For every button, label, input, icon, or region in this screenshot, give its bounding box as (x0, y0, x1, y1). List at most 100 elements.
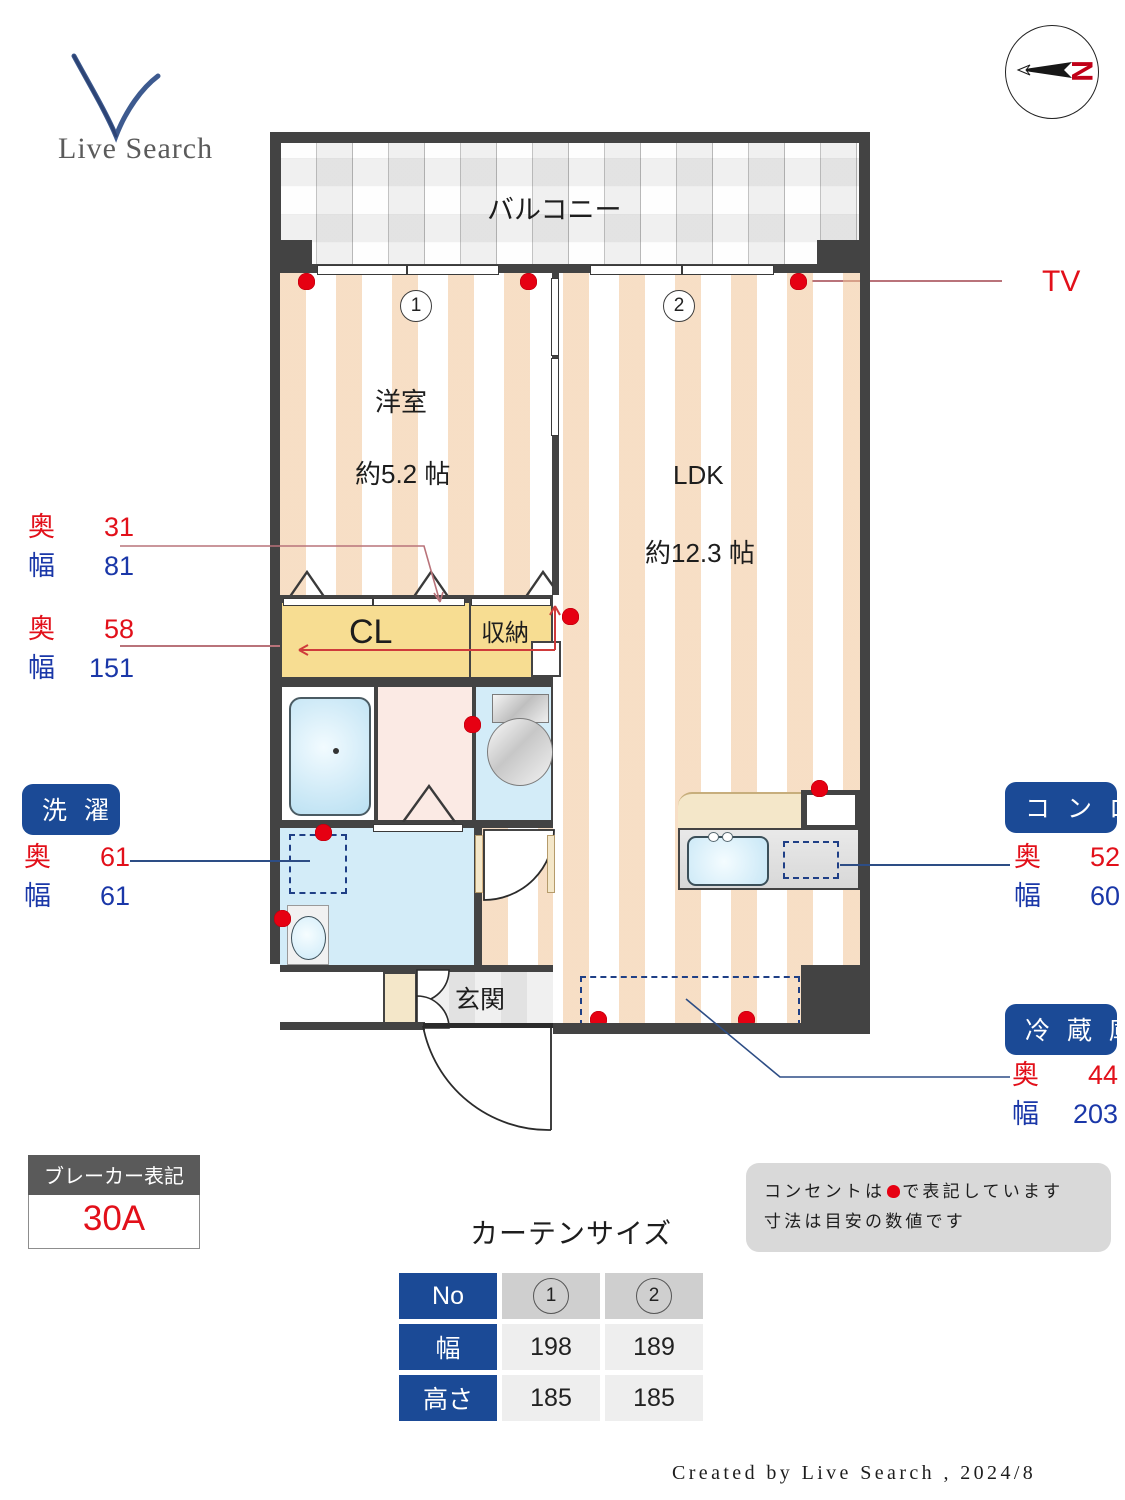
brand-logo: Live Search (30, 40, 260, 180)
breaker-info: ブレーカー表記 30A (28, 1155, 200, 1249)
curtain-width-2: 189 (605, 1324, 703, 1370)
stove-width-key: 幅 (1014, 881, 1041, 912)
balcony-label: バルコニー (487, 195, 622, 225)
closet-width-key: 幅 (28, 653, 55, 684)
fridge-width-value: 203 (1072, 1099, 1118, 1130)
storage-dimension-arrows (298, 605, 561, 656)
check-swoosh-logo (71, 53, 161, 143)
entry-wall-left (280, 965, 395, 972)
storage-depth-value: 31 (103, 512, 134, 542)
partition-window-upper (551, 278, 559, 356)
fridge-badge: 冷 蔵 庫 (1005, 1004, 1125, 1055)
outlet-bedroom-right (520, 273, 537, 290)
stove-placement-outline (783, 841, 839, 879)
stove-width-value: 60 (1089, 881, 1120, 912)
entry-wall-bottom-left (280, 1022, 425, 1030)
credit-line: Created by Live Search , 2024/8 (672, 1462, 1037, 1484)
outlet-kitchen (811, 780, 828, 797)
ldk-wall-bottom (553, 1023, 870, 1034)
washer-leader-line (130, 860, 310, 862)
legend-note: コンセントはで表記しています 寸法は目安の数値です (746, 1163, 1111, 1252)
compass-north-label: N (1065, 60, 1099, 82)
front-door-threshold (423, 1023, 553, 1028)
ldk-floor (563, 273, 860, 1024)
storage-depth-key: 奥 (28, 512, 55, 542)
bedroom-floor (280, 273, 552, 595)
bedroom-label: 洋室 (375, 387, 428, 417)
ldk-area: 約12.3 帖 (645, 538, 755, 568)
outlet-toilet (464, 716, 481, 733)
storage-width-value: 81 (103, 551, 134, 582)
vanity-hall-wall (474, 828, 482, 965)
outlet-bedroom-left (298, 273, 315, 290)
unit-wall-top (270, 264, 870, 273)
vanity-door-line (373, 824, 463, 832)
storage-leader-line (120, 545, 444, 603)
closet-door-line-a (283, 598, 373, 606)
bathtub-drain-icon (333, 748, 339, 754)
storage-door-line (471, 598, 551, 606)
balcony-floor (281, 143, 859, 270)
curtain-table-title: カーテンサイズ (470, 1218, 673, 1249)
curtain-col1-marker: 1 (533, 1278, 569, 1314)
outlet-washer (315, 824, 332, 841)
note-line1-pre: コンセントは (764, 1182, 886, 1201)
corridor-folding-door-icon (402, 783, 456, 823)
sliding-window-2a (590, 265, 682, 275)
tv-label: TV (1042, 265, 1081, 298)
storage-niche (531, 641, 561, 677)
outlet-vanity (274, 910, 291, 927)
curtain-height-1: 185 (502, 1375, 600, 1421)
bath-block-wall-top (280, 679, 553, 685)
note-line-2: 寸法は目安の数値です (764, 1211, 966, 1231)
washer-badge: 洗 濯 機 (22, 784, 151, 835)
curtain-size-table: No 1 2 幅 198 189 高さ 185 185 (394, 1268, 708, 1426)
balcony-wall-top (270, 132, 870, 143)
bedroom-area: 約5.2 帖 (355, 459, 451, 489)
closet-leader-line (120, 645, 280, 647)
floor-plan: バルコニー 洋室 約5.2 帖 LDK 約12.3 帖 1 2 CL 収納 (265, 130, 890, 1131)
fridge-width-key: 幅 (1012, 1099, 1039, 1130)
measure-storage-upper: 奥 31 幅 81 (28, 508, 134, 586)
note-line1-post: で表記しています (902, 1182, 1064, 1201)
balcony-wall-left (270, 132, 281, 260)
sliding-window-1a (317, 265, 407, 275)
brand-name: Live Search (58, 132, 214, 165)
outlet-ldk-tv (790, 273, 807, 290)
curtain-width-1: 198 (502, 1324, 600, 1370)
partition-window-lower (551, 358, 559, 436)
sliding-window-2b (682, 265, 774, 275)
stove-badge: コ ン ロ (1005, 782, 1125, 833)
table-row: 高さ 185 185 (399, 1375, 703, 1421)
washer-depth-value: 61 (99, 842, 130, 872)
stove-depth-key: 奥 (1014, 842, 1041, 872)
sliding-window-1b (407, 265, 499, 275)
bathtub-icon (289, 697, 371, 816)
unit-wall-left (270, 264, 280, 964)
table-row: 幅 198 189 (399, 1324, 703, 1370)
ldk-corner-block (801, 965, 870, 1027)
closet-door-line-b (373, 598, 465, 606)
kitchen-sink-icon (687, 836, 769, 886)
window-marker-2: 2 (663, 290, 695, 322)
outlet-storage (562, 608, 579, 625)
front-door-swing-icon (422, 1026, 552, 1131)
kitchen-hood-icon (807, 795, 855, 825)
toilet-bowl-icon (487, 718, 553, 786)
washroom-corridor (376, 685, 474, 822)
stove-depth-value: 52 (1089, 842, 1120, 872)
measure-stove: 奥 52 幅 60 (1014, 838, 1120, 916)
faucet-knob-a-icon (708, 832, 719, 842)
balcony-wall-right (859, 132, 870, 260)
storage-width-key: 幅 (28, 551, 55, 582)
washer-width-key: 幅 (24, 881, 51, 912)
stove-leader-line (840, 864, 1010, 866)
entrance-label: 玄関 (455, 986, 506, 1014)
washer-width-value: 61 (99, 881, 130, 912)
breaker-title: ブレーカー表記 (28, 1155, 200, 1195)
fridge-leader-line (685, 998, 1010, 1078)
faucet-knob-b-icon (722, 832, 733, 842)
